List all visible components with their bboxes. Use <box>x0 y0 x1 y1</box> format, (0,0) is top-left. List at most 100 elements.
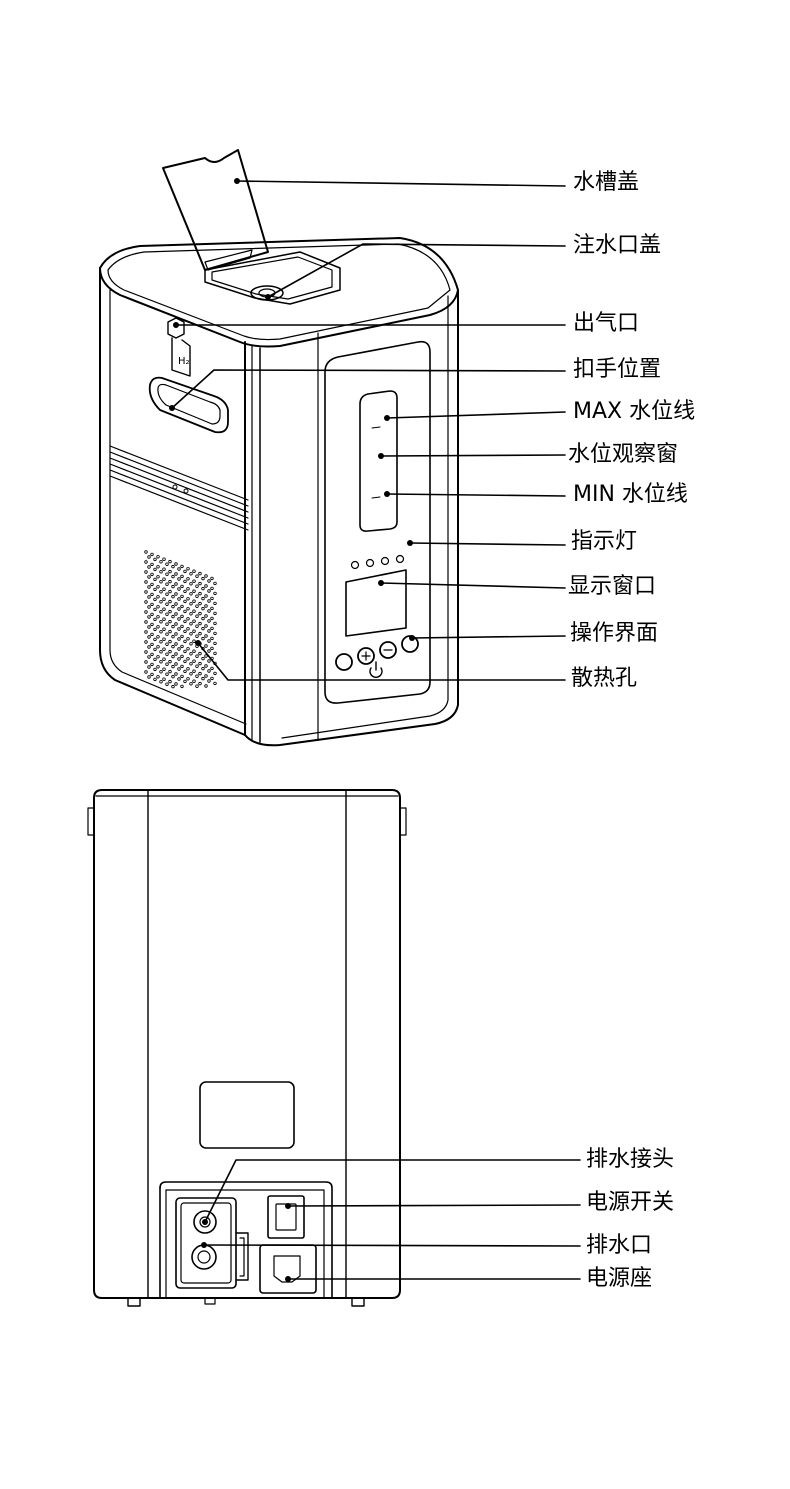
vent-hole <box>165 652 169 656</box>
vent-hole <box>168 609 172 614</box>
vent-hole <box>210 596 214 601</box>
vent-hole <box>168 639 172 644</box>
vent-hole <box>204 634 208 638</box>
vent-hole <box>204 604 208 608</box>
vent-hole <box>213 631 217 636</box>
vent-hole <box>180 564 184 569</box>
vent-hole <box>162 637 166 641</box>
vent-hole <box>156 645 160 649</box>
vent-hole <box>177 637 181 641</box>
callout-power-socket: 电源座 <box>586 1266 653 1291</box>
vent-hole <box>186 637 190 641</box>
vent-hole <box>195 654 199 658</box>
vent-hole <box>144 640 148 644</box>
vent-hole <box>183 669 187 674</box>
vent-hole <box>192 579 196 583</box>
callout-indicator-lights: 指示灯 <box>571 529 638 554</box>
vent-hole <box>144 560 148 564</box>
vent-hole <box>180 574 184 579</box>
vent-hole <box>189 682 193 686</box>
vent-hole <box>204 624 208 628</box>
vent-hole <box>162 667 166 671</box>
vent-hole <box>162 587 166 591</box>
vent-hole <box>159 680 163 684</box>
vent-hole <box>168 559 172 564</box>
vent-hole <box>183 579 187 584</box>
vent-hole <box>153 667 157 672</box>
vent-hole <box>195 584 199 588</box>
vent-hole <box>168 589 172 594</box>
vent-hole <box>195 684 199 688</box>
vent-hole <box>153 607 157 612</box>
vent-hole <box>180 664 184 669</box>
vent-hole <box>150 612 154 617</box>
vent-hole <box>162 557 166 561</box>
vent-hole <box>195 604 199 608</box>
vent-hole <box>171 654 175 659</box>
vent-hole <box>144 650 148 654</box>
vent-hole <box>168 579 172 584</box>
vent-hole <box>213 641 217 646</box>
vent-hole <box>144 660 148 664</box>
vent-hole <box>183 629 187 634</box>
vent-hole <box>192 629 196 633</box>
vent-hole <box>186 567 190 571</box>
vent-hole <box>210 606 214 611</box>
vent-hole <box>204 654 208 658</box>
vent-hole <box>168 599 172 604</box>
vent-hole <box>165 602 169 606</box>
vent-hole <box>153 627 157 632</box>
vent-hole <box>180 594 184 599</box>
vent-hole <box>189 672 193 676</box>
vent-hole <box>150 642 154 647</box>
vent-hole <box>153 647 157 652</box>
vent-hole <box>198 621 202 626</box>
vent-hole <box>159 560 163 564</box>
vent-hole <box>147 645 151 649</box>
vent-hole <box>150 632 154 637</box>
vent-hole <box>171 684 175 689</box>
vent-hole <box>204 614 208 618</box>
vent-hole <box>198 651 202 656</box>
vent-hole <box>150 562 154 567</box>
vent-hole <box>207 599 211 603</box>
vent-hole <box>147 585 151 589</box>
vent-hole <box>180 634 184 639</box>
vent-hole <box>174 652 178 656</box>
vent-hole <box>198 631 202 636</box>
vent-hole <box>180 584 184 589</box>
vent-hole <box>189 662 193 666</box>
vent-hole <box>156 655 160 659</box>
vent-hole <box>183 679 187 684</box>
vent-hole <box>198 601 202 606</box>
vent-hole <box>156 605 160 609</box>
vent-hole <box>183 599 187 604</box>
vent-hole <box>159 630 163 634</box>
vent-hole <box>201 636 205 641</box>
vent-hole <box>213 621 217 626</box>
vent-hole <box>186 677 190 681</box>
vent-hole <box>171 614 175 619</box>
vent-hole <box>213 671 217 676</box>
vent-hole <box>147 625 151 629</box>
vent-hole <box>147 655 151 659</box>
vent-hole <box>144 610 148 614</box>
vent-hole <box>183 619 187 624</box>
vent-hole <box>153 617 157 622</box>
vent-hole <box>156 625 160 629</box>
vent-hole <box>183 659 187 664</box>
vent-hole <box>150 572 154 577</box>
vent-hole <box>201 676 205 681</box>
vent-hole <box>156 585 160 589</box>
callout-power-switch: 电源开关 <box>586 1190 675 1215</box>
vent-hole <box>195 634 199 638</box>
vent-hole <box>165 682 169 686</box>
vent-hole <box>192 619 196 623</box>
vent-hole <box>192 609 196 613</box>
vent-hole <box>144 580 148 584</box>
vent-hole <box>189 622 193 626</box>
rear-view-device <box>87 789 407 1307</box>
vent-hole <box>201 576 205 581</box>
vent-hole <box>147 635 151 639</box>
